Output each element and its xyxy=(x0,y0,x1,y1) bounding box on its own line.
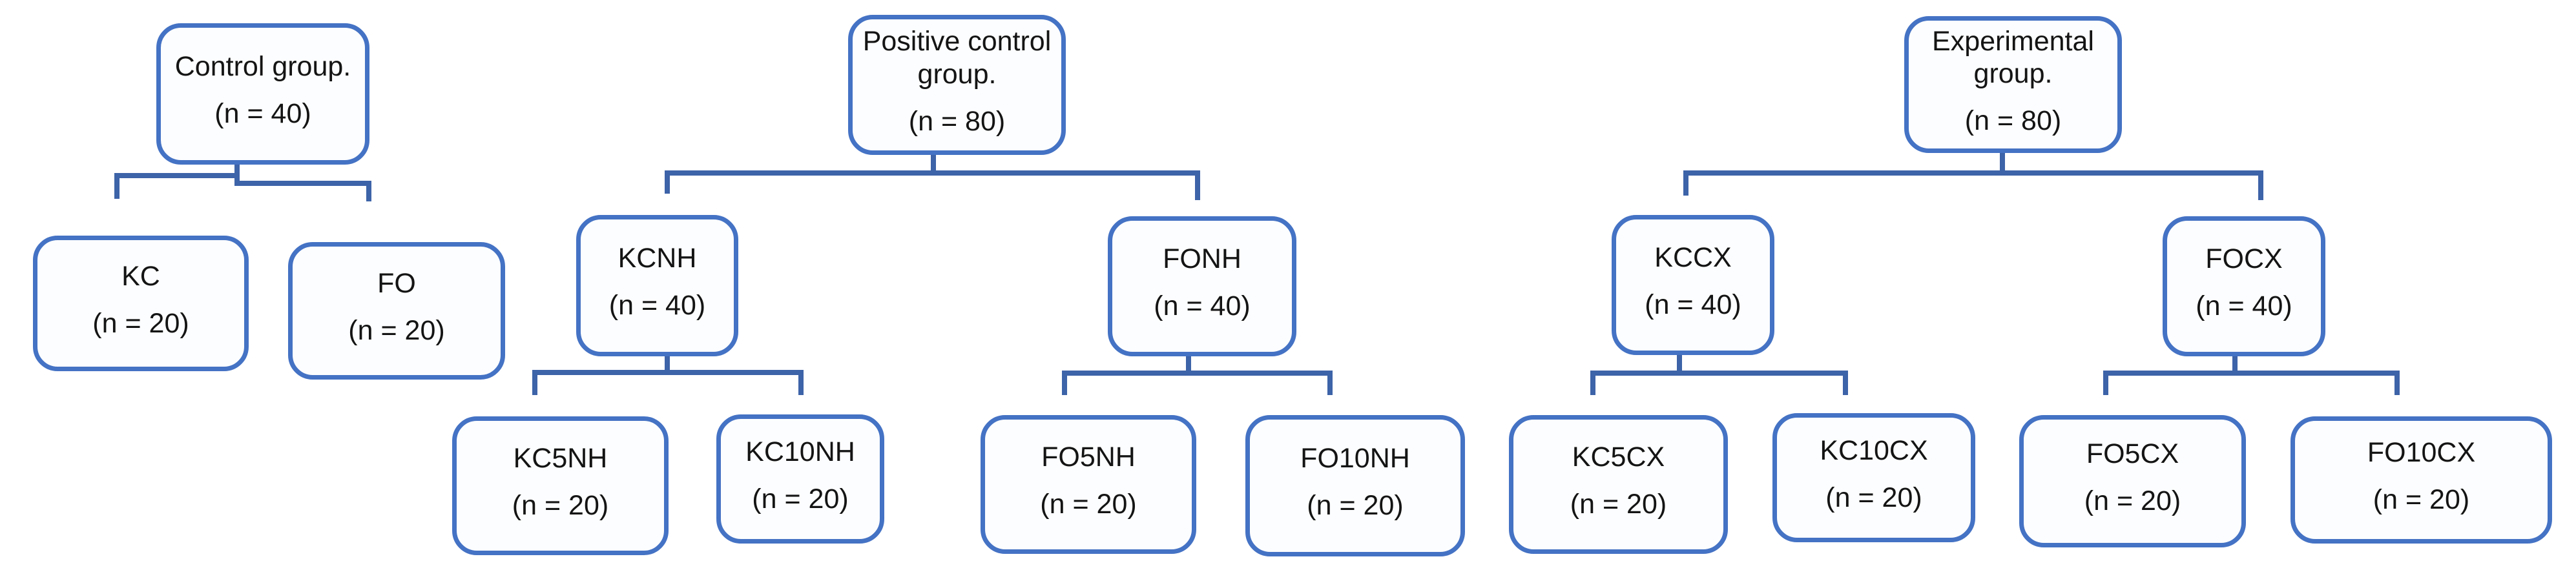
node-fo5cx: FO5CX (n = 20) xyxy=(2019,415,2246,547)
node-label: KC5CX xyxy=(1572,442,1665,473)
node-count: (n = 20) xyxy=(1825,482,1922,513)
node-count: (n = 20) xyxy=(1570,489,1667,520)
node-count: (n = 20) xyxy=(752,483,849,514)
node-count: (n = 40) xyxy=(1154,290,1251,322)
connector-elbow xyxy=(114,165,240,199)
node-label: FO10NH xyxy=(1300,443,1410,474)
node-fo: FO (n = 20) xyxy=(288,242,505,380)
connector-elbow xyxy=(665,170,1200,200)
node-label: Control group. xyxy=(174,51,351,83)
node-count: (n = 20) xyxy=(1040,489,1137,520)
node-kcnh: KCNH (n = 40) xyxy=(576,215,738,356)
node-count: (n = 40) xyxy=(608,290,706,321)
node-count: (n = 40) xyxy=(2196,290,2292,322)
node-label: FOCX xyxy=(2205,243,2283,275)
node-kc: KC (n = 20) xyxy=(33,236,249,371)
node-label: KC10CX xyxy=(1820,434,1928,466)
connector-elbow xyxy=(2103,371,2400,395)
node-label: FONH xyxy=(1163,243,1241,275)
node-count: (n = 20) xyxy=(512,490,609,522)
node-count: (n = 20) xyxy=(92,307,189,339)
node-count: (n = 40) xyxy=(1645,289,1741,321)
node-count: (n = 80) xyxy=(908,105,1006,137)
node-label: FO10CX xyxy=(2367,437,2476,469)
node-count: (n = 40) xyxy=(214,98,311,130)
node-label: FO5CX xyxy=(2086,438,2179,470)
node-fonh: FONH (n = 40) xyxy=(1108,216,1296,356)
node-label: KC10NH xyxy=(745,436,855,467)
node-label: KCNH xyxy=(618,243,697,274)
node-fo10cx: FO10CX (n = 20) xyxy=(2290,416,2552,544)
connector-elbow xyxy=(234,165,371,201)
node-count: (n = 20) xyxy=(1307,490,1404,522)
node-kc10cx: KC10CX (n = 20) xyxy=(1772,413,1975,542)
node-focx: FOCX (n = 40) xyxy=(2163,216,2325,356)
node-control: Control group. (n = 40) xyxy=(156,23,369,165)
node-kc5nh: KC5NH (n = 20) xyxy=(452,416,669,555)
node-label: KC xyxy=(121,260,160,292)
node-kc10nh: KC10NH (n = 20) xyxy=(716,414,884,544)
node-count: (n = 20) xyxy=(2373,484,2470,516)
connector-elbow xyxy=(532,370,804,395)
connector-elbow xyxy=(1683,170,2263,200)
node-pos-control: Positive control group. (n = 80) xyxy=(848,15,1066,155)
node-label: Positive control group. xyxy=(862,26,1052,90)
connector-elbow xyxy=(1590,371,1848,395)
node-count: (n = 80) xyxy=(1964,105,2062,137)
node-count: (n = 20) xyxy=(2084,485,2181,517)
connector-elbow xyxy=(1062,371,1333,395)
node-kccx: KCCX (n = 40) xyxy=(1612,215,1774,355)
node-label: FO xyxy=(377,268,416,300)
node-count: (n = 20) xyxy=(348,315,445,347)
node-fo10nh: FO10NH (n = 20) xyxy=(1245,415,1465,556)
node-label: FO5NH xyxy=(1041,442,1136,473)
node-label: KCCX xyxy=(1654,242,1732,274)
node-kc5cx: KC5CX (n = 20) xyxy=(1509,415,1728,554)
node-experimental: Experimental group. (n = 80) xyxy=(1904,16,2122,153)
node-label: Experimental group. xyxy=(1932,25,2094,90)
node-label: KC5NH xyxy=(513,443,608,474)
node-fo5nh: FO5NH (n = 20) xyxy=(981,415,1196,554)
